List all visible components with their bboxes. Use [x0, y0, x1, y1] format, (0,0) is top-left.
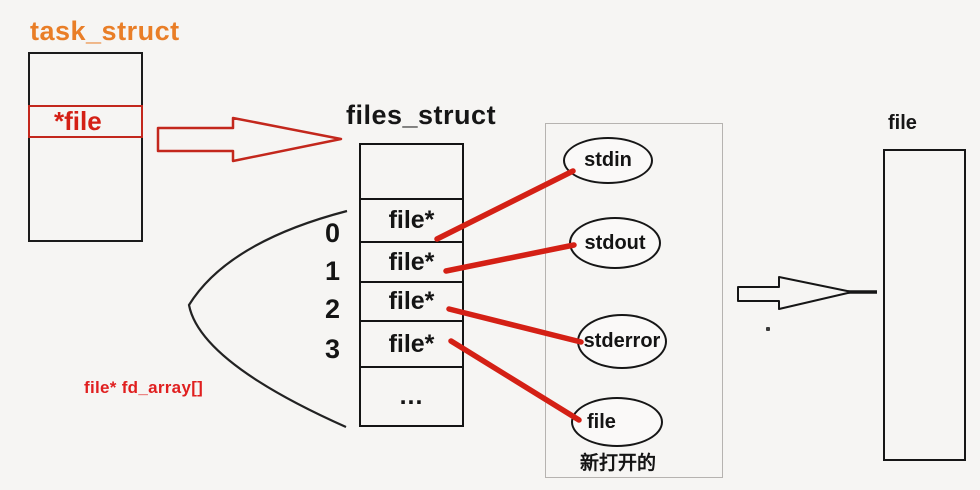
fd-index-1: 1 [324, 256, 340, 286]
fd-row-ellipsis: ... [361, 366, 462, 425]
fd-row-0: file* [361, 198, 462, 241]
stdin-node: stdin [563, 137, 653, 184]
fd-index-2: 2 [324, 294, 340, 324]
task-struct-box [28, 52, 143, 242]
newly-opened-note: 新打开的 [580, 453, 657, 474]
fd-row-3: file* [361, 320, 462, 366]
fd-index-0: 0 [324, 218, 340, 248]
task-struct-title: task_struct [30, 16, 180, 46]
fd-index-3: 3 [324, 334, 340, 364]
fd-row-2: file* [361, 281, 462, 320]
fd-array-caption: file* fd_array[] [84, 378, 204, 397]
file-struct-box [883, 149, 966, 461]
task-to-files-arrow-icon [156, 116, 343, 163]
fd-array-table: file* file* file* file* ... [359, 143, 464, 427]
stdout-node: stdout [569, 217, 661, 269]
files-to-file-arrow-icon [737, 276, 853, 310]
open-files-frame [545, 123, 723, 478]
task-struct-file-pointer-cell: *file [28, 105, 143, 138]
stray-dot [766, 327, 770, 331]
fd-table-header-cell [361, 145, 462, 198]
fd-row-1: file* [361, 241, 462, 281]
file-struct-title: file [888, 112, 917, 134]
new-file-node: file [571, 397, 663, 447]
files-struct-title: files_struct [346, 100, 497, 130]
stderror-node: stderror [577, 314, 667, 369]
